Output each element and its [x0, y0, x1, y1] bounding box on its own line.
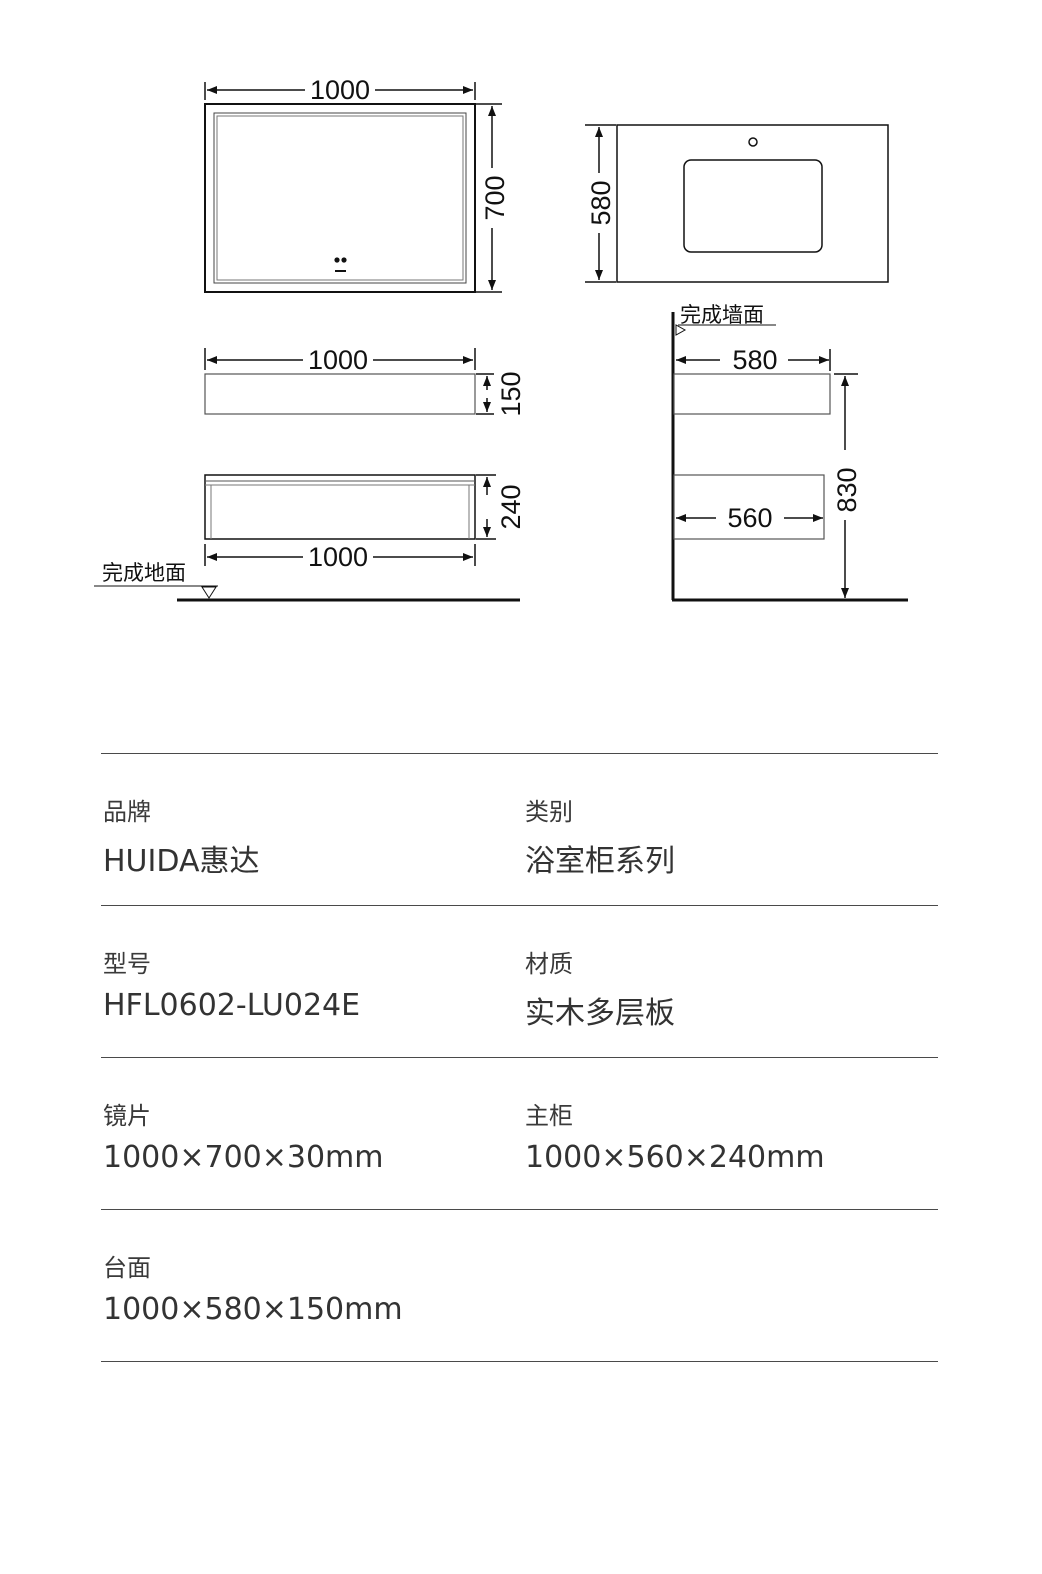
touch-sensor-icon [334, 257, 347, 272]
spec-value: 浴室柜系列 [525, 844, 675, 879]
spec-row: 品牌 HUIDA惠达 类别 浴室柜系列 [101, 753, 938, 906]
spec-value: 1000×700×30mm [103, 1140, 384, 1175]
cabinet-width-label: 1000 [308, 542, 368, 572]
cabinet-front-view: 240 1000 [204, 474, 526, 572]
spec-label: 台面 [103, 1254, 151, 1282]
spec-value: 1000×580×150mm [103, 1292, 403, 1327]
basin-outline [683, 159, 823, 253]
floor-label: 完成地面 [102, 562, 186, 585]
countertop-height-label: 150 [496, 371, 526, 416]
spec-label: 材质 [525, 950, 573, 978]
countertop-depth-label: 580 [586, 180, 616, 225]
countertop-front-view: 1000 150 [204, 345, 526, 417]
cabinet-height-label: 240 [496, 484, 526, 529]
mirror-width-label: 1000 [310, 75, 370, 105]
spec-value: 1000×560×240mm [525, 1140, 825, 1175]
spec-label: 型号 [103, 950, 151, 978]
spec-label: 类别 [525, 798, 573, 826]
side-cabinet-depth-label: 560 [727, 503, 772, 533]
side-countertop-depth-label: 580 [732, 345, 777, 375]
spec-value: 实木多层板 [525, 996, 675, 1031]
total-height-label: 830 [832, 467, 862, 512]
wall-label: 完成墙面 [680, 304, 764, 327]
countertop-width-label: 1000 [308, 345, 368, 375]
dimension-drawing: 1000 700 580 1000 [94, 75, 908, 602]
mirror-height-label: 700 [480, 175, 510, 220]
spec-label: 品牌 [103, 798, 151, 826]
spec-row: 台面 1000×580×150mm [101, 1210, 938, 1362]
side-view: 完成墙面 580 560 830 [671, 304, 908, 602]
spec-label: 主柜 [525, 1102, 573, 1130]
faucet-hole-icon [748, 137, 758, 147]
mirror-view: 1000 700 [204, 75, 510, 293]
spec-value: HFL0602-LU024E [103, 988, 361, 1023]
spec-table: 品牌 HUIDA惠达 类别 浴室柜系列 型号 HFL0602-LU024E 材质… [101, 753, 938, 1362]
spec-row: 镜片 1000×700×30mm 主柜 1000×560×240mm [101, 1058, 938, 1210]
level-marker-icon [201, 586, 217, 599]
countertop-top-view: 580 [585, 124, 889, 283]
spec-row: 型号 HFL0602-LU024E 材质 实木多层板 [101, 906, 938, 1058]
spec-label: 镜片 [103, 1102, 151, 1130]
spec-value: HUIDA惠达 [103, 844, 260, 879]
floor-reference: 完成地面 [94, 562, 520, 602]
